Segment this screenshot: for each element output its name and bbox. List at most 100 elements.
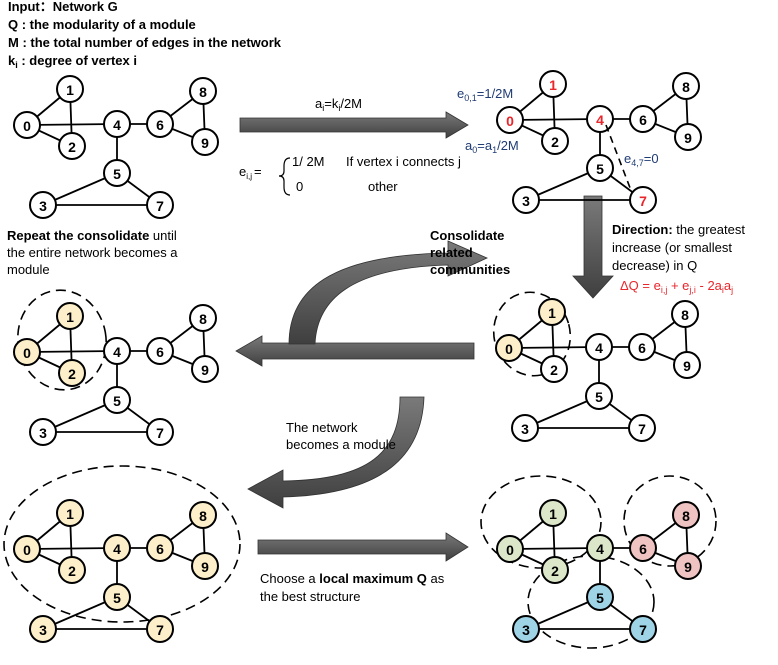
caption-direction: Direction: the greatest increase (or sma… [612,222,745,295]
svg-text:1/ 2M: 1/ 2M [292,154,325,169]
formula-ai: ai=ki/2M [315,96,362,113]
node-label: 1 [548,305,556,321]
edges-line: M : the total number of edges in the net… [8,35,282,50]
edge-0-4 [508,346,600,349]
node-2: 2 [540,355,568,383]
node-label: 1 [549,506,557,522]
node-7: 7 [146,418,174,446]
node-label: 9 [684,559,692,575]
node-3: 3 [29,418,57,446]
node-9: 9 [191,552,219,580]
node-label: 0 [23,118,31,134]
node-5: 5 [103,583,131,611]
node-label: 3 [522,622,530,638]
node-4: 4 [585,333,613,361]
node-label: 8 [682,79,690,95]
node-0: 0 [495,334,523,362]
node-4: 4 [103,110,131,138]
node-label: 5 [113,393,121,409]
node-label: 7 [639,193,647,209]
svg-text:increase (or smallest: increase (or smallest [612,240,732,255]
node-3: 3 [29,191,57,219]
node-7: 7 [146,191,174,219]
node-8: 8 [189,77,217,105]
node-label: 7 [156,198,164,214]
node-label: 6 [638,340,646,356]
node-label: 3 [39,425,47,441]
node-5: 5 [585,382,613,410]
svg-text:Direction: the greatest: Direction: the greatest [612,222,745,237]
svg-text:communities: communities [430,262,510,277]
node-5: 5 [103,159,131,187]
node-4: 4 [586,534,614,562]
arrow-curve-down [247,396,425,509]
graph-initial: 0 1 2 3 4 5 6 7 8 9 [13,75,219,219]
edge-0-4 [26,123,118,126]
node-label: 6 [156,541,164,557]
node-9: 9 [674,123,702,151]
node-label: 0 [505,341,513,357]
node-label: 2 [550,362,558,378]
svg-text:e0,1=1/2M: e0,1=1/2M [457,86,513,103]
node-label: 3 [39,198,47,214]
node-label: 8 [682,508,690,524]
arrow-curve-up [288,240,488,345]
node-1: 1 [56,75,84,103]
node-1: 1 [56,302,84,330]
node-label: 2 [551,134,559,150]
node-0: 0 [13,338,41,366]
node-label: 7 [638,421,646,437]
node-2: 2 [541,127,569,155]
edge-0-4 [26,547,118,550]
svg-text:Consolidate: Consolidate [430,228,504,243]
node-label: 9 [201,559,209,575]
node-5: 5 [103,386,131,414]
node-label: 8 [199,84,207,100]
node-label: 0 [506,113,514,129]
node-label: 2 [68,139,76,155]
node-3: 3 [511,414,539,442]
node-8: 8 [672,72,700,100]
node-label: 1 [549,77,557,93]
node-6: 6 [629,105,657,133]
node-label: 6 [639,541,647,557]
node-label: 9 [201,135,209,151]
svg-text:ai=ki/2M: ai=ki/2M [315,96,362,113]
node-label: 1 [66,82,74,98]
node-3: 3 [29,615,57,643]
node-6: 6 [628,333,656,361]
node-4: 4 [586,105,614,133]
svg-text:ei,j=: ei,j= [239,164,262,181]
node-0: 0 [496,535,524,563]
community-ellipses [3,289,717,649]
node-9: 9 [191,355,219,383]
node-label: 5 [113,166,121,182]
svg-text:If vertex i connects j: If vertex i connects j [346,154,461,169]
edge-0-4 [509,547,601,550]
node-label: 2 [551,563,559,579]
header: Input：Network G Q : the modularity of a … [8,0,282,70]
input-line: Input：Network G [8,0,118,14]
node-1: 1 [539,499,567,527]
arrow-left-middle [235,335,475,367]
node-label: 6 [639,112,647,128]
brace [278,157,291,196]
svg-text:the entire network becomes a: the entire network becomes a [7,245,178,260]
node-0: 0 [496,106,524,134]
node-label: 7 [639,622,647,638]
svg-text:decrease) in Q: decrease) in Q [612,258,697,273]
node-7: 7 [629,186,657,214]
node-8: 8 [189,304,217,332]
formula-e01: e0,1=1/2M a0=a1/2M e4,7=0 [457,86,659,168]
node-label: 4 [595,340,603,356]
modularity-line: Q : the modularity of a module [8,17,196,32]
node-8: 8 [672,501,700,529]
node-label: 8 [199,311,207,327]
node-6: 6 [146,110,174,138]
node-4: 4 [103,534,131,562]
node-label: 4 [113,344,121,360]
node-label: 8 [681,307,689,323]
node-label: 4 [596,112,604,128]
